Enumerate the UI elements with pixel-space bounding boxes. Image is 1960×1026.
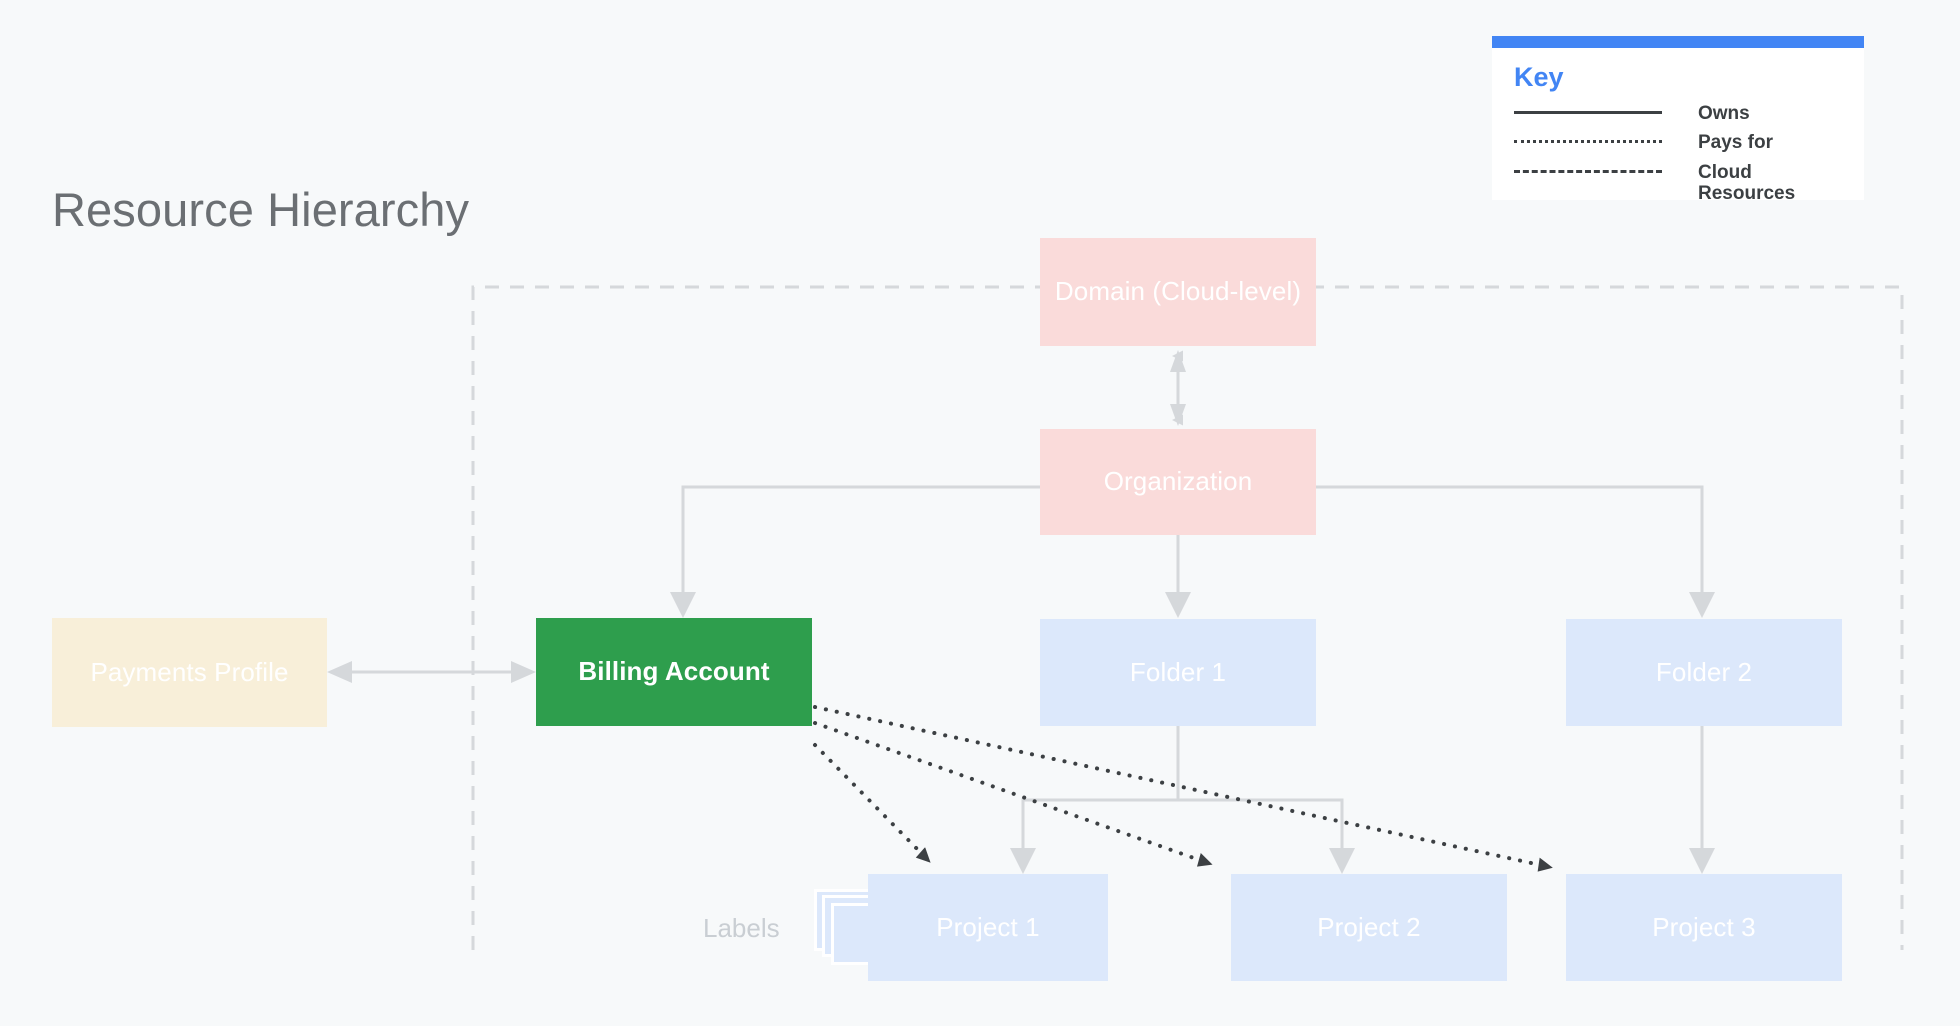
edge-folder-1-projects: [1010, 726, 1355, 874]
edge-organization-billing-account: [670, 485, 1040, 618]
solid-line-icon: [1514, 103, 1662, 121]
node-domain[interactable]: Domain (Cloud-level): [1040, 238, 1316, 346]
node-organization[interactable]: Organization: [1040, 429, 1316, 535]
key-row-owns: Owns: [1514, 103, 1750, 124]
edge-organization-folder-1: [1165, 535, 1191, 618]
key-row-cloud-resources: Cloud Resources: [1514, 162, 1838, 205]
node-project-1[interactable]: Project 1: [868, 874, 1108, 981]
edge-domain-organization: [1170, 350, 1186, 426]
node-billing-account[interactable]: Billing Account: [536, 618, 812, 726]
key-label-pays-for: Pays for: [1698, 132, 1773, 153]
edge-billing-pays-project-2: [813, 721, 1213, 867]
node-folder-2[interactable]: Folder 2: [1566, 619, 1842, 726]
key-row-pays-for: Pays for: [1514, 132, 1773, 153]
dotted-line-icon: [1514, 132, 1662, 150]
node-folder-1[interactable]: Folder 1: [1040, 619, 1316, 726]
edge-payments-profile-billing-account: [327, 661, 536, 683]
labels-caption: Labels: [703, 913, 780, 943]
edge-billing-pays-project-1: [813, 743, 931, 863]
dashed-line-icon: [1514, 162, 1662, 180]
key-label-cloud-resources: Cloud Resources: [1698, 162, 1796, 205]
node-payments-profile[interactable]: Payments Profile: [52, 618, 327, 727]
key-accent-bar: [1492, 36, 1864, 48]
edge-folder-2-project-3: [1689, 726, 1715, 874]
node-project-2[interactable]: Project 2: [1231, 874, 1507, 981]
key-label-owns: Owns: [1698, 103, 1750, 124]
key-body: Key Owns Pays for Cloud Resources: [1492, 48, 1864, 204]
key-panel: Key Owns Pays for Cloud Resources: [1492, 36, 1864, 204]
page-title: Resource Hierarchy: [52, 183, 470, 236]
key-title: Key: [1514, 62, 1564, 92]
edge-organization-folder-2: [1316, 485, 1715, 618]
node-project-3[interactable]: Project 3: [1566, 874, 1842, 981]
edge-billing-pays-project-3: [813, 705, 1553, 872]
